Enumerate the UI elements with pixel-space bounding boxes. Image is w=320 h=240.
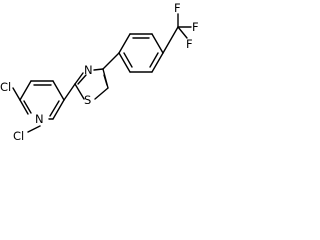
trifluoromethyl-group (162, 13, 192, 54)
pyridine-ring (19, 80, 65, 120)
bond-thiazole-benzene (102, 52, 120, 70)
benzene-ring (118, 33, 164, 73)
atom-f-right: F (192, 20, 199, 34)
atom-n-pyridine: N (35, 112, 44, 126)
atom-n-thiazole: N (84, 63, 93, 77)
atom-cl-bottom: Cl (13, 129, 24, 143)
atom-f-bottom: F (186, 37, 193, 51)
molecule-structure: Cl Cl N N S F F F (0, 1, 199, 143)
bond-pyridine-thiazole (63, 83, 76, 101)
atom-s-thiazole: S (84, 93, 91, 107)
atom-cl-top: Cl (0, 80, 11, 94)
atom-f-top: F (174, 1, 181, 15)
thiazole-ring (74, 68, 109, 100)
bond-cl-bottom (27, 125, 41, 133)
bond-cl-top (12, 87, 21, 101)
